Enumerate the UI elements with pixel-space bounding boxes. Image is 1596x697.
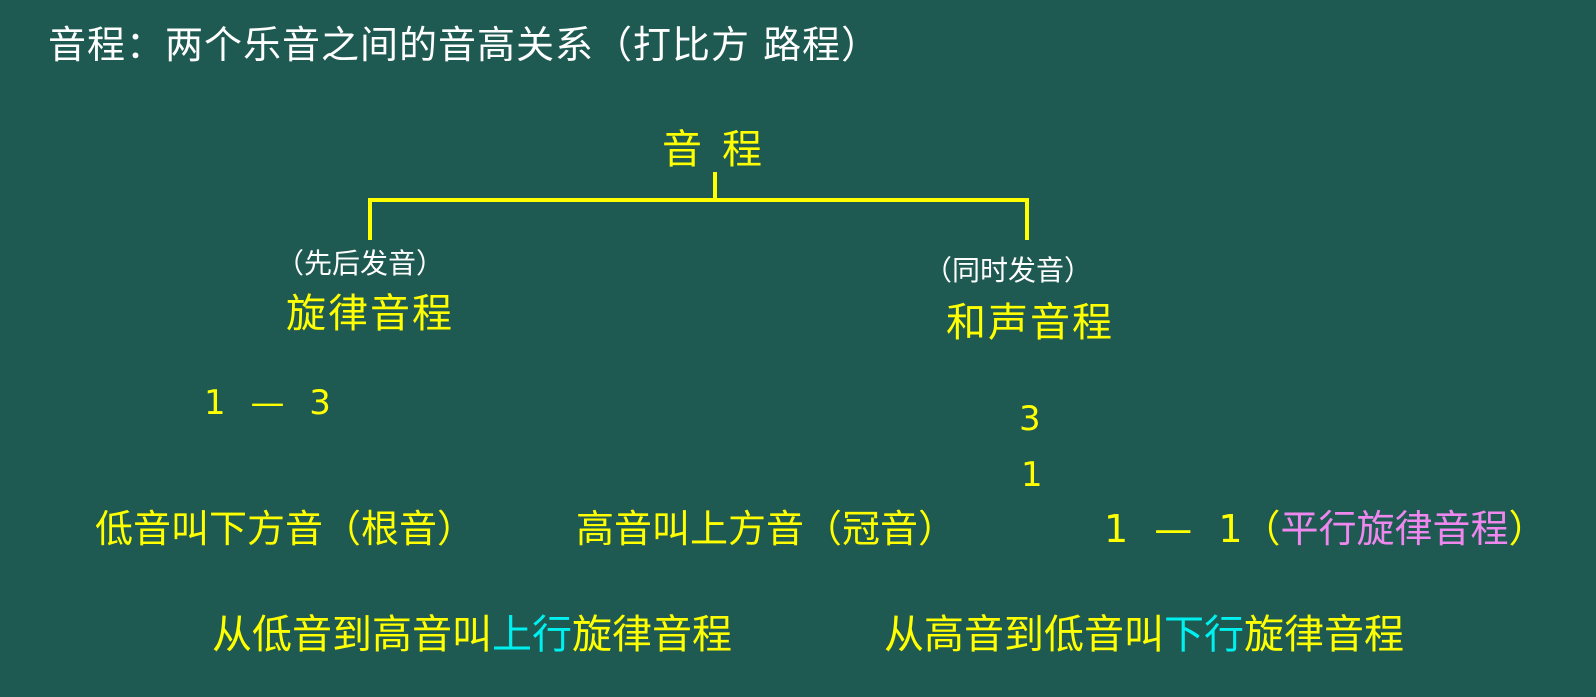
descending-definition: 从高音到低音叫下行旋律音程 — [884, 615, 1404, 655]
parallel-label: 平行旋律音程 — [1280, 507, 1509, 551]
connector-left-leg — [368, 198, 372, 240]
ascending-definition: 从低音到高音叫上行旋律音程 — [212, 615, 732, 655]
page-title: 音程：两个乐音之间的音高关系（打比方 路程） — [48, 23, 881, 67]
descending-suffix: 旋律音程 — [1244, 612, 1404, 658]
descending-highlight: 下行 — [1164, 612, 1244, 658]
harmonic-note: （同时发音） — [924, 254, 1093, 287]
connector-horizontal — [368, 198, 1029, 202]
parallel-prefix: 1 — 1（ — [1104, 507, 1281, 551]
ascending-highlight: 上行 — [492, 612, 572, 658]
melodic-interval-label: 旋律音程 — [286, 291, 454, 337]
root-node-label: 音程 — [662, 127, 782, 173]
harmonic-example-top: 3 — [1019, 399, 1041, 439]
ascending-prefix: 从低音到高音叫 — [212, 612, 492, 658]
harmonic-interval-label: 和声音程 — [946, 300, 1114, 346]
descending-prefix: 从高音到低音叫 — [884, 612, 1164, 658]
upper-note-definition: 高音叫上方音（冠音） — [576, 507, 957, 551]
parallel-interval: 1 — 1（平行旋律音程） — [1104, 510, 1547, 548]
parallel-suffix: ） — [1508, 507, 1547, 551]
ascending-suffix: 旋律音程 — [572, 612, 732, 658]
harmonic-example-bottom: 1 — [1021, 455, 1043, 495]
connector-stem — [713, 172, 717, 200]
melodic-example: 1 — 3 — [204, 383, 331, 423]
connector-right-leg — [1025, 198, 1029, 240]
lower-note-definition: 低音叫下方音（根音） — [95, 507, 476, 551]
melodic-note: （先后发音） — [276, 247, 445, 280]
